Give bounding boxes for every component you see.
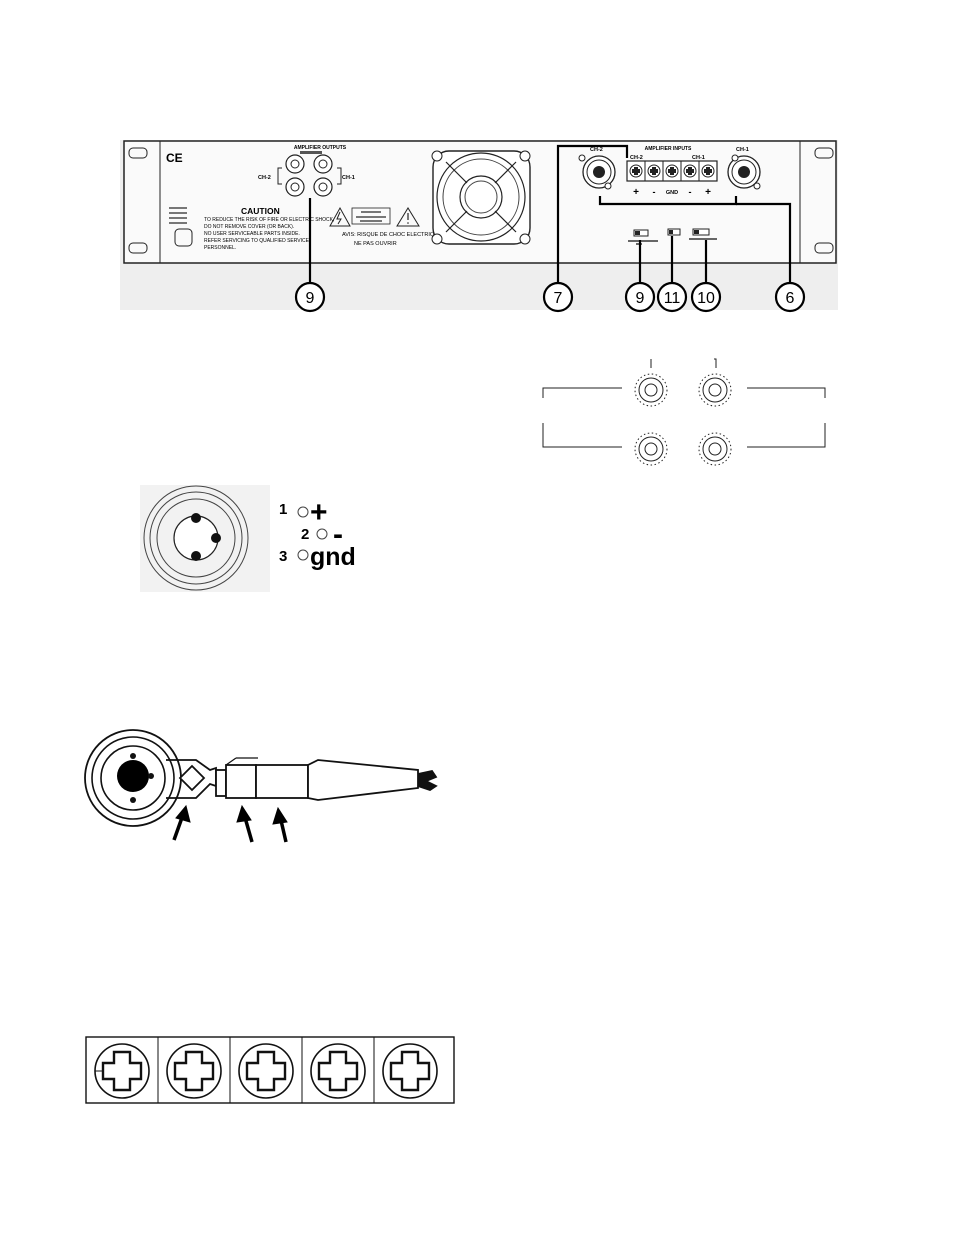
svg-text:6: 6 (786, 290, 795, 307)
pin1-number: 1 (279, 501, 287, 518)
output-ch2-label: CH-2 (258, 175, 271, 181)
pin2-sign: - (333, 518, 343, 551)
amplifier-outputs-label: AMPLIFIER OUTPUTS (294, 145, 347, 151)
terminal-screw-icon (238, 1043, 294, 1099)
exclamation-warning-icon (396, 207, 420, 227)
binding-post (698, 373, 732, 407)
callout-6: 6 (774, 281, 806, 313)
output-binding-posts (285, 154, 333, 197)
pin1-sign: + (310, 496, 328, 529)
svg-text:7: 7 (554, 290, 563, 307)
power-cord-inlet (174, 228, 193, 247)
ground-lift-switch (667, 228, 681, 236)
warning-label-box (351, 207, 391, 225)
svg-text:+: + (633, 187, 639, 198)
callout-7: 7 (542, 281, 574, 313)
xlr-pin-legend: 1 + 2 - 3 gnd (279, 496, 356, 571)
jack-socket (117, 760, 149, 792)
pin3-sign: gnd (310, 543, 356, 571)
svg-text:11: 11 (664, 290, 681, 307)
rack-slot (128, 147, 148, 159)
svg-text:-: - (653, 187, 656, 197)
xlr-input-ch2: CH-2 (578, 147, 616, 190)
lightning-warning-icon (329, 206, 351, 227)
callout-9-outputs: 9 (294, 281, 326, 313)
rack-slot (128, 242, 148, 254)
stereo-bridge-switch (689, 228, 717, 240)
svg-text:-: - (689, 187, 692, 197)
pin3-number: 3 (279, 548, 287, 565)
svg-text:9: 9 (306, 290, 315, 307)
binding-post (634, 432, 668, 466)
svg-text:CH-1: CH-1 (736, 147, 749, 153)
input-ch2-label: CH-2 (630, 155, 643, 161)
output-ch1-label: CH-1 (342, 175, 355, 181)
terminal-screw-icon (166, 1043, 222, 1099)
svg-text:10: 10 (697, 290, 715, 307)
xlr-pin-2 (211, 533, 221, 543)
rack-slot (814, 147, 834, 159)
trs-plug (166, 757, 438, 801)
terminal-screw-icon (94, 1043, 150, 1099)
svg-text:GND: GND (666, 190, 678, 196)
fine-print (169, 207, 187, 224)
callout-11: 11 (656, 281, 688, 313)
avis-line-2: NE PAS OUVRIR (354, 241, 397, 247)
combo-jack-trs-diagram (84, 729, 438, 843)
svg-text:DO NOT REMOVE COVER (OR BACK).: DO NOT REMOVE COVER (OR BACK). (204, 224, 294, 230)
xlr-pin-3 (191, 551, 201, 561)
callout-10: 10 (690, 281, 722, 313)
pin2-number: 2 (301, 526, 309, 543)
svg-text:TO REDUCE THE RISK OF FIRE OR: TO REDUCE THE RISK OF FIRE OR ELECTRIC S… (204, 217, 334, 223)
rack-slot (814, 242, 834, 254)
terminal-screw-icon (310, 1043, 366, 1099)
xlr-input-ch1: CH-1 (727, 147, 761, 190)
caution-text: TO REDUCE THE RISK OF FIRE OR ELECTRIC S… (204, 217, 334, 251)
callout-9-switch: 9 (624, 281, 656, 313)
cooling-fan (431, 150, 531, 245)
binding-posts-diagram (542, 358, 826, 466)
terminal-strip-diagram (85, 1036, 455, 1104)
svg-text:9: 9 (636, 290, 645, 307)
xlr-pin-1 (191, 513, 201, 523)
callout-markers: 9 7 9 11 10 6 (294, 281, 806, 313)
arrow-icons (172, 804, 288, 843)
avis-line-1: AVIS: RISQUE DE CHOC ELECTRIQUE (342, 232, 442, 238)
rear-panel: CE AMPLIFIER OUTPUTS CH-2 CH-1 CAUTION T… (120, 140, 838, 310)
amplifier-inputs-label: AMPLIFIER INPUTS (645, 146, 692, 152)
svg-text:NO USER SERVICEABLE PARTS INSI: NO USER SERVICEABLE PARTS INSIDE. (204, 231, 300, 237)
binding-post (634, 373, 668, 407)
ce-mark: CE (166, 151, 183, 165)
xlr-pinout-diagram (140, 485, 270, 592)
input-ch1-label: CH-1 (692, 155, 705, 161)
input-terminal-block (626, 160, 718, 182)
caution-title: CAUTION (241, 206, 280, 216)
svg-text:+: + (705, 187, 711, 198)
svg-text:PERSONNEL.: PERSONNEL. (204, 245, 236, 251)
callout-leaders (308, 144, 792, 283)
binding-post (698, 432, 732, 466)
terminal-signs: + - GND - + (633, 187, 711, 198)
svg-text:REFER SERVICING TO QUALIFIED S: REFER SERVICING TO QUALIFIED SERVICE (204, 238, 310, 244)
terminal-screw-icon (382, 1043, 438, 1099)
svg-text:CH-2: CH-2 (590, 147, 603, 153)
